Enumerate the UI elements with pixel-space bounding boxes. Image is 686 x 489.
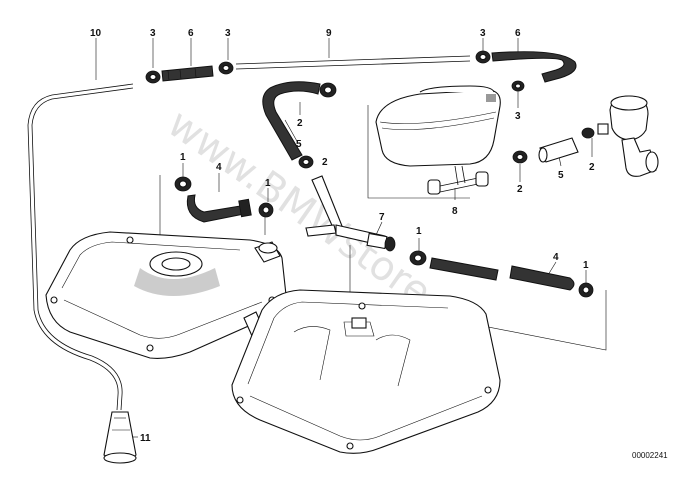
center-hose-5 <box>262 81 337 169</box>
part-10-pipe <box>27 83 134 411</box>
callout-1: 1 <box>180 152 186 163</box>
callout-7: 7 <box>379 212 385 223</box>
callout-1: 1 <box>583 260 589 271</box>
callout-3: 3 <box>225 28 231 39</box>
callout-6: 6 <box>515 28 521 39</box>
left-hose-4 <box>174 176 274 223</box>
callout-8: 8 <box>452 206 458 217</box>
callout-1: 1 <box>265 178 271 189</box>
callout-11: 11 <box>140 433 151 444</box>
left-valve-cover <box>45 231 287 359</box>
callout-2: 2 <box>517 184 523 195</box>
callout-9: 9 <box>326 28 332 39</box>
part-7-tee <box>305 175 396 252</box>
callout-5: 5 <box>296 139 302 150</box>
callout-3: 3 <box>515 111 521 122</box>
callout-labels: 10 3 6 3 9 3 6 2 3 5 2 1 4 1 2 5 2 8 7 1… <box>90 28 595 444</box>
callout-10: 10 <box>90 28 102 39</box>
canister <box>375 85 501 195</box>
callout-6: 6 <box>188 28 194 39</box>
callout-2: 2 <box>297 118 303 129</box>
callout-3: 3 <box>150 28 156 39</box>
part-11-cap <box>103 411 137 464</box>
callout-2: 2 <box>322 157 328 168</box>
callout-1: 1 <box>416 226 422 237</box>
right-fittings <box>512 95 659 177</box>
callout-2: 2 <box>589 162 595 173</box>
drawing-number: 00002241 <box>632 451 668 460</box>
right-valve-cover <box>231 289 501 454</box>
callout-3: 3 <box>480 28 486 39</box>
callout-4: 4 <box>216 162 222 173</box>
top-hose-run <box>145 50 577 92</box>
callout-5: 5 <box>558 170 564 181</box>
callout-4: 4 <box>553 252 559 263</box>
right-hose-4 <box>409 250 594 298</box>
